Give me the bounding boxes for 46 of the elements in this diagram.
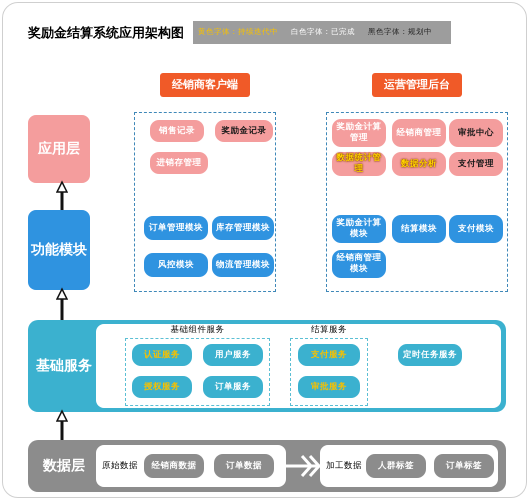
service-pill: 审批服务 <box>298 376 360 398</box>
data-panel <box>320 445 498 487</box>
feature-pill: 进销存管理 <box>150 152 208 174</box>
module-pill: 奖励金计算模块 <box>332 215 386 243</box>
service-pill: 订单服务 <box>203 376 263 398</box>
service-pill: 定时任务服务 <box>398 344 462 366</box>
data-panel <box>96 445 286 487</box>
module-pill: 支付模块 <box>449 215 503 243</box>
arrow <box>56 410 68 440</box>
layer-band <box>28 320 506 412</box>
group-title: 基础组件服务 <box>170 324 226 336</box>
module-pill: 经销商管理模块 <box>332 250 386 278</box>
panel-title: 原始数据 <box>102 460 138 472</box>
service-pill: 授权服务 <box>132 376 192 398</box>
service-pill: 认证服务 <box>132 344 192 366</box>
layer-box: 功能模块 <box>28 210 90 290</box>
layer-title: 数据层 <box>42 457 86 475</box>
feature-pill: 数据分析 <box>392 152 446 176</box>
feature-pill: 审批中心 <box>449 119 503 147</box>
section-header: 经销商客户端 <box>160 73 250 97</box>
module-pill: 库存管理模块 <box>212 216 274 240</box>
feature-pill: 奖励金记录 <box>215 120 273 142</box>
module-pill: 物流管理模块 <box>212 253 274 277</box>
panel-title: 加工数据 <box>326 460 362 472</box>
data-pill: 经销商数据 <box>144 454 204 478</box>
feature-pill: 支付管理 <box>449 152 503 176</box>
arrow <box>56 288 68 320</box>
group-title: 结算服务 <box>310 324 348 336</box>
arrow <box>56 181 68 210</box>
layer-band <box>28 440 506 492</box>
layer-title: 基础服务 <box>35 357 93 375</box>
module-pill: 结算模块 <box>392 215 446 243</box>
service-pill: 支付服务 <box>298 344 360 366</box>
module-pill: 订单管理模块 <box>144 216 208 240</box>
diagram-title: 奖励金结算系统应用架构图 <box>28 24 184 42</box>
feature-pill: 销售记录 <box>150 120 204 142</box>
data-pill: 人群标签 <box>366 454 426 478</box>
feature-pill: 数据统计管理 <box>332 152 386 176</box>
service-pill: 用户服务 <box>203 344 263 366</box>
data-pill: 订单数据 <box>214 454 274 478</box>
feature-pill: 奖励金计算管理 <box>332 119 386 147</box>
data-pill: 订单标签 <box>434 454 494 478</box>
feature-pill: 经销商管理 <box>392 119 446 147</box>
layer-box: 应用层 <box>28 115 90 183</box>
section-header: 运营管理后台 <box>372 73 462 97</box>
module-pill: 风控模块 <box>144 253 208 277</box>
